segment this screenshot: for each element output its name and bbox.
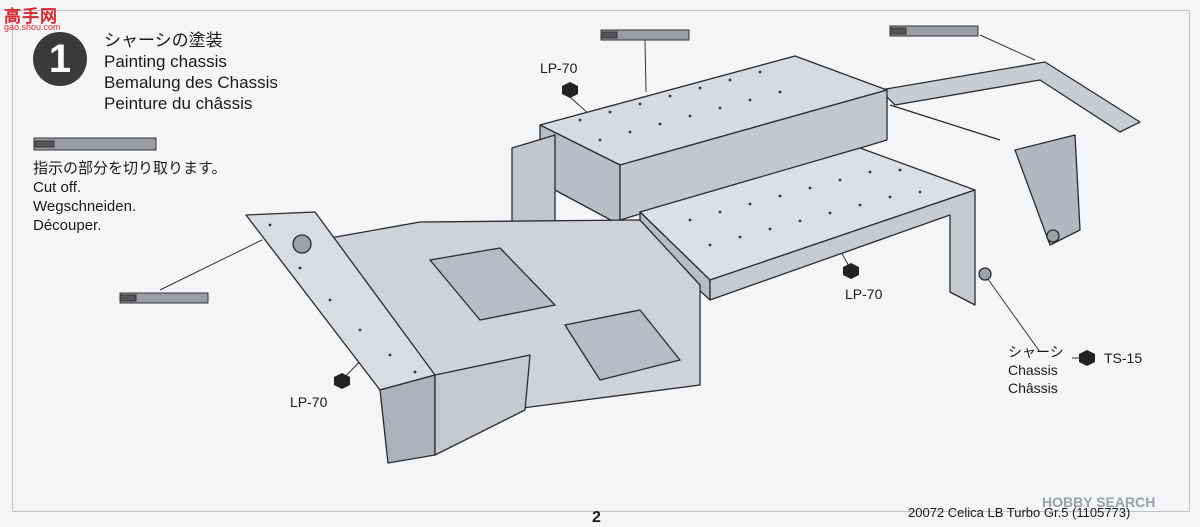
cut-instruction-en: Cut off. [33, 179, 82, 196]
watermark-url: gao.shou.com [4, 22, 61, 32]
step-title-jp: シャーシの塗装 [104, 31, 223, 50]
step-title-de: Bemalung des Chassis [104, 73, 278, 92]
chassis-label-fr: Châssis [1008, 380, 1058, 396]
paint-label-chassis: TS-15 [1104, 350, 1143, 366]
paint-label-top: LP-70 [540, 60, 578, 76]
chassis-part-icon [245, 55, 1141, 464]
leader-lines [159, 34, 1041, 386]
paint-hexagon-icon [843, 263, 859, 279]
step-number-badge: 1 [33, 32, 87, 86]
cut-instruction-fr: Découper. [33, 217, 102, 234]
step-title-en: Painting chassis [104, 52, 227, 71]
paint-label-left: LP-70 [290, 394, 328, 410]
cut-marker-icon [33, 137, 157, 151]
rivet-pattern [268, 70, 922, 374]
watermark-brand: 高手网 [4, 7, 58, 26]
kit-info: 20072 Celica LB Turbo Gr.5 (1105773) [908, 505, 1131, 520]
page-frame [12, 10, 1190, 512]
cut-instruction-de: Wegschneiden. [33, 198, 137, 215]
paint-hexagon-icon [1079, 350, 1095, 366]
hobby-search-watermark: HOBBY SEARCH [1042, 494, 1156, 510]
cut-marker-icon [119, 292, 209, 304]
paint-hexagon-icon [334, 373, 350, 389]
paint-hexagon-icon [562, 82, 578, 98]
page-number: 2 [592, 509, 601, 526]
cut-marker-icon [600, 29, 690, 41]
paint-label-right: LP-70 [845, 286, 883, 302]
step-title-fr: Peinture du châssis [104, 94, 253, 113]
chassis-label-block: シャーシ Chassis Châssis [1008, 343, 1064, 397]
cut-marker-icon [889, 25, 979, 37]
cut-instruction-jp: 指示の部分を切り取ります。 [33, 160, 227, 177]
chassis-label-jp: シャーシ [1008, 344, 1064, 360]
cut-instruction-block: 指示の部分を切り取ります。 Cut off. Wegschneiden. Déc… [33, 159, 227, 235]
chassis-label-en: Chassis [1008, 362, 1058, 378]
step-title-block: シャーシの塗装 Painting chassis Bemalung des Ch… [104, 30, 278, 114]
